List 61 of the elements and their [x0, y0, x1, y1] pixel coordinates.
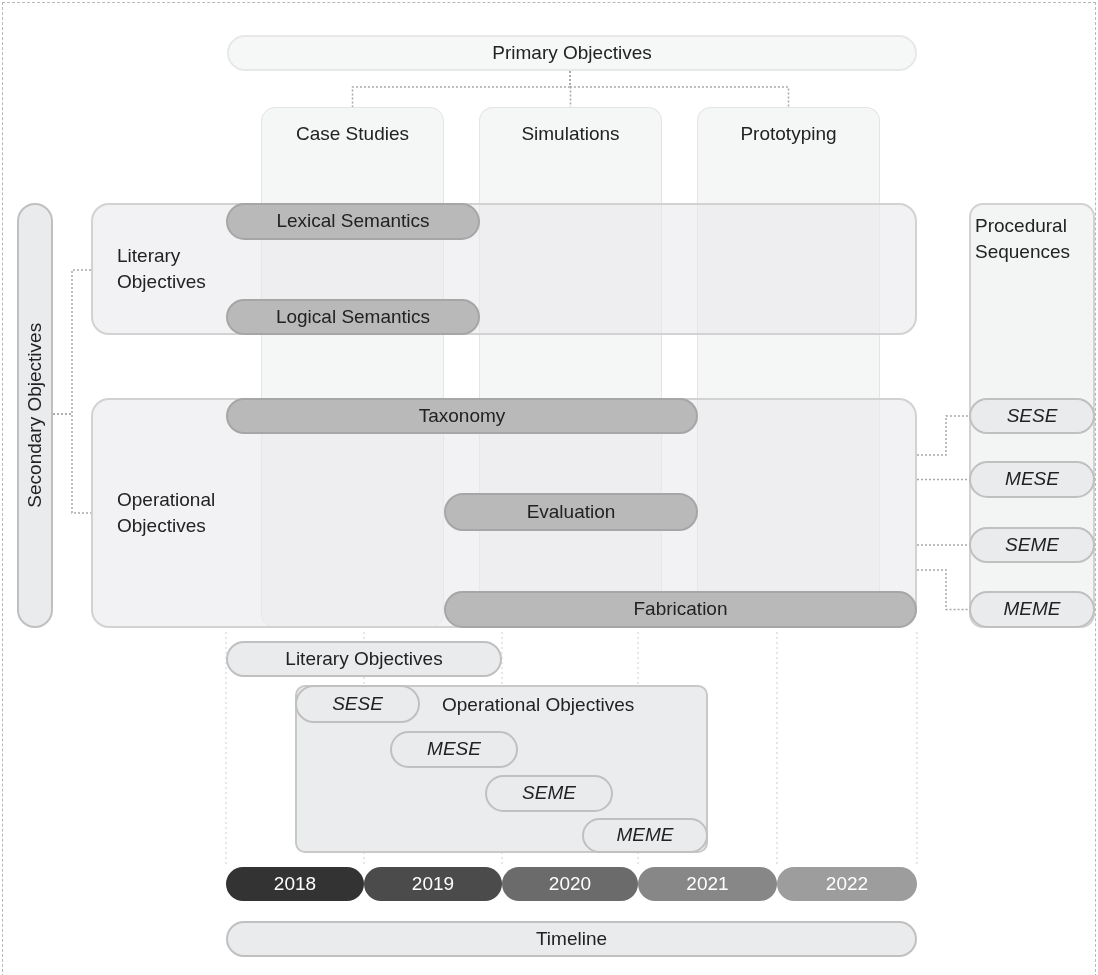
node-label: Literary Objectives: [117, 244, 207, 294]
node-label: Simulations: [521, 122, 620, 146]
sequence-pill: [582, 818, 708, 853]
node-label: 2018: [273, 871, 317, 896]
node-label: SESE: [332, 691, 383, 716]
year-segment: [502, 867, 638, 901]
connector-line: [916, 569, 970, 611]
node-label: Secondary Objectives: [22, 323, 46, 508]
node-label: Lexical Semantics: [276, 209, 430, 234]
sequence-pill: [969, 461, 1095, 498]
objective-band: [91, 203, 917, 335]
activity-pill: [444, 591, 917, 628]
node-label: Taxonomy: [418, 403, 506, 428]
node-label: MEME: [616, 823, 674, 848]
year-segment: [777, 867, 917, 901]
node-label: Procedural Sequences: [975, 214, 1072, 264]
node-label: SEME: [1005, 532, 1059, 557]
objective-band: [91, 398, 917, 628]
sequence-pill: [485, 775, 613, 812]
vertical-label-bar: [17, 203, 53, 628]
sequence-pill: [969, 591, 1095, 628]
year-segment: [226, 867, 364, 901]
node-label: Prototyping: [740, 122, 837, 146]
node-label: MEME: [1003, 597, 1061, 622]
node-label: Primary Objectives: [492, 40, 652, 65]
connector-line: [916, 544, 970, 546]
sequence-pill: [969, 527, 1095, 563]
connector-line: [569, 70, 790, 108]
objective-header-bar: [227, 35, 917, 71]
activity-pill: [226, 299, 480, 335]
sequence-pill: [390, 731, 518, 768]
connector-line: [916, 415, 970, 456]
method-column: [697, 107, 880, 592]
year-segment: [364, 867, 502, 901]
sequence-column: [969, 203, 1095, 628]
node-label: MESE: [1005, 467, 1059, 492]
node-label: Case Studies: [296, 122, 409, 146]
node-label: SESE: [1006, 403, 1058, 428]
activity-pill: [444, 493, 698, 531]
node-label: Operational Objectives: [442, 693, 635, 717]
node-label: Timeline: [535, 926, 608, 951]
node-label: 2021: [686, 871, 729, 896]
objective-pill: [226, 641, 502, 677]
node-label: Literary Objectives: [285, 646, 443, 671]
node-label: MESE: [427, 737, 481, 762]
objective-panel: [295, 685, 708, 853]
year-segment: [638, 867, 777, 901]
node-label: 2022: [825, 871, 869, 896]
node-label: Logical Semantics: [275, 304, 431, 329]
node-label: SEME: [522, 781, 576, 806]
node-label: 2020: [548, 871, 592, 896]
node-label: Evaluation: [526, 499, 616, 524]
timeline-bar: [226, 921, 917, 957]
connector-line: [916, 478, 970, 481]
node-label: Fabrication: [633, 597, 728, 622]
node-label: 2019: [411, 871, 455, 896]
node-label: Operational Objectives: [117, 488, 217, 538]
activity-pill: [226, 398, 698, 434]
sequence-pill: [295, 685, 420, 723]
sequence-pill: [969, 398, 1095, 434]
activity-pill: [226, 203, 480, 240]
